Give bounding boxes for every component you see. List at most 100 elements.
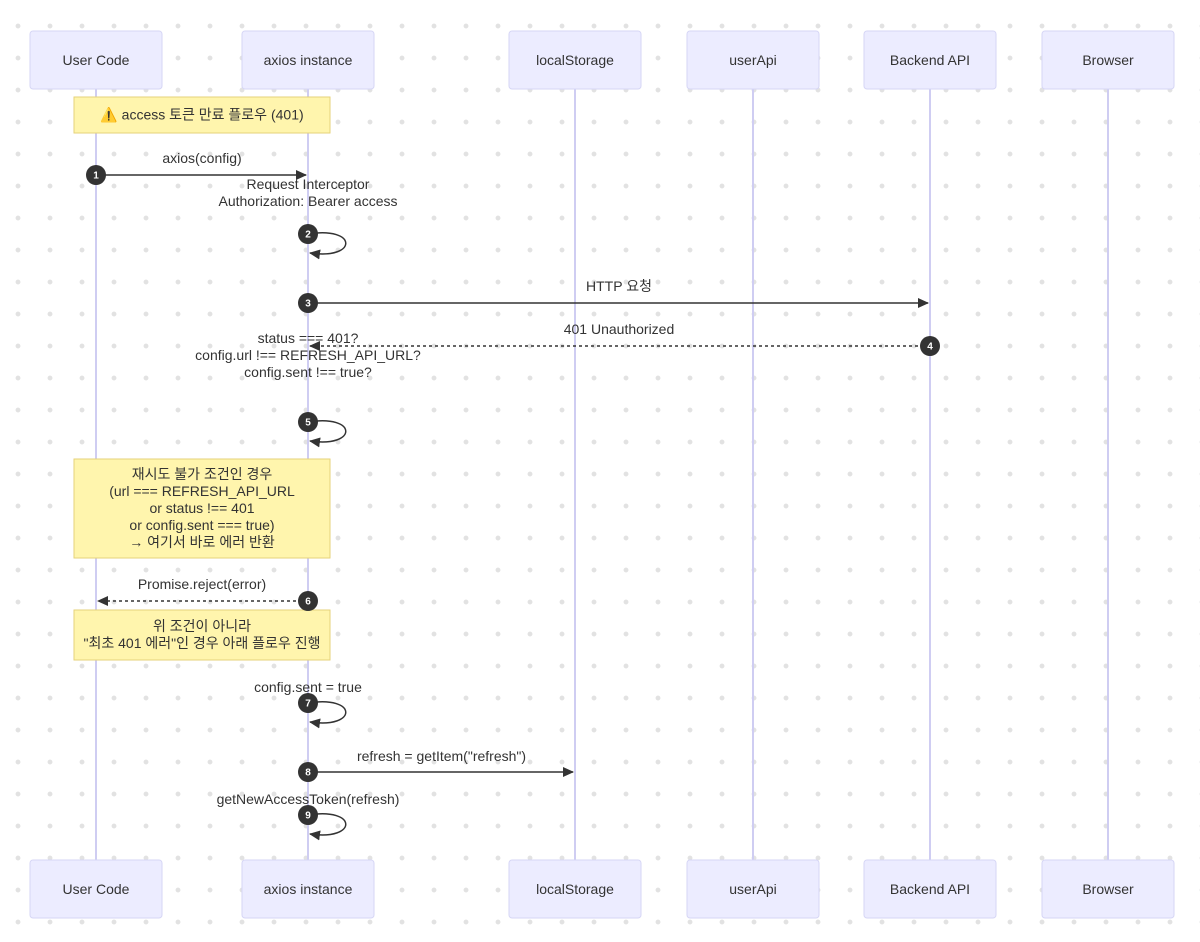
message-label: Request Interceptor bbox=[247, 176, 370, 192]
message-label: getNewAccessToken(refresh) bbox=[217, 791, 400, 807]
note-box bbox=[73, 96, 331, 134]
sequence-circle bbox=[298, 693, 318, 713]
actor-box bbox=[508, 859, 642, 919]
message-label: 401 Unauthorized bbox=[564, 321, 675, 337]
actor-user-bottom: User Code bbox=[29, 859, 163, 919]
message-8: refresh = getItem("refresh") 8 bbox=[298, 748, 574, 782]
sequence-number: 2 bbox=[305, 230, 311, 241]
note-text: or status !== 401 bbox=[149, 500, 254, 516]
actor-userApi-bottom: userApi bbox=[686, 859, 820, 919]
message-label: config.url !== REFRESH_API_URL? bbox=[195, 347, 421, 363]
actor-label: localStorage bbox=[536, 881, 614, 897]
sequence-number-badge: 2 bbox=[298, 224, 318, 244]
actor-box bbox=[241, 859, 375, 919]
sequence-number: 1 bbox=[93, 171, 99, 182]
sequence-number: 8 bbox=[305, 768, 311, 779]
sequence-number-badge: 6 bbox=[298, 591, 318, 611]
notes: ⚠️ access 토큰 만료 플로우 (401) 재시도 불가 조건인 경우(u… bbox=[73, 96, 331, 661]
note-text: 재시도 불가 조건인 경우 bbox=[132, 466, 273, 482]
actor-label: axios instance bbox=[264, 52, 353, 68]
actor-storage-top: localStorage bbox=[508, 30, 642, 90]
note-text: or config.sent === true) bbox=[129, 517, 274, 533]
note-box bbox=[73, 609, 331, 661]
message-label: refresh = getItem("refresh") bbox=[357, 748, 526, 764]
note-text: ⚠️ access 토큰 만료 플로우 (401) bbox=[100, 107, 303, 124]
sequence-number-badge: 1 bbox=[86, 165, 106, 185]
sequence-circle bbox=[298, 293, 318, 313]
actors-bottom: User Code axios instance localStorage userA… bbox=[29, 859, 1175, 919]
actor-box bbox=[241, 30, 375, 90]
sequence-number: 7 bbox=[305, 699, 311, 710]
actor-box bbox=[863, 859, 997, 919]
note-text: → 여기서 바로 에러 반환 bbox=[129, 534, 275, 550]
message-label: config.sent !== true? bbox=[244, 364, 372, 380]
message-3: HTTP 요청 3 bbox=[298, 278, 929, 313]
note-first-401: 위 조건이 아니라"최초 401 에러"인 경우 아래 플로우 진행 bbox=[73, 609, 331, 661]
actor-user-top: User Code bbox=[29, 30, 163, 90]
actor-backend-bottom: Backend API bbox=[863, 859, 997, 919]
sequence-number-badge: 3 bbox=[298, 293, 318, 313]
actor-axios-bottom: axios instance bbox=[241, 859, 375, 919]
actor-label: userApi bbox=[729, 881, 776, 897]
actor-label: User Code bbox=[63, 881, 130, 897]
sequence-number-badge: 8 bbox=[298, 762, 318, 782]
lifelines bbox=[95, 89, 1109, 860]
actors-top: User Code axios instance localStorage userA… bbox=[29, 30, 1175, 90]
note-text: 위 조건이 아니라 bbox=[153, 618, 251, 634]
actor-browser-bottom: Browser bbox=[1041, 859, 1175, 919]
sequence-number-badge: 9 bbox=[298, 805, 318, 825]
actor-box bbox=[1041, 859, 1175, 919]
sequence-number: 4 bbox=[927, 342, 933, 353]
actor-label: userApi bbox=[729, 52, 776, 68]
sequence-circle bbox=[920, 336, 940, 356]
message-7: config.sent = true 7 bbox=[254, 679, 362, 729]
actor-label: Backend API bbox=[890, 52, 970, 68]
message-label: Authorization: Bearer access bbox=[219, 193, 398, 209]
actor-userApi-top: userApi bbox=[686, 30, 820, 90]
sequence-number-badge: 5 bbox=[298, 412, 318, 432]
note-text: "최초 401 에러"인 경우 아래 플로우 진행 bbox=[84, 635, 321, 651]
actor-label: axios instance bbox=[264, 881, 353, 897]
actor-box bbox=[508, 30, 642, 90]
actor-box bbox=[29, 30, 163, 90]
actor-label: Backend API bbox=[890, 881, 970, 897]
sequence-circle bbox=[298, 224, 318, 244]
note-text: (url === REFRESH_API_URL bbox=[109, 483, 295, 499]
actor-label: Browser bbox=[1082, 52, 1134, 68]
actor-box bbox=[1041, 30, 1175, 90]
message-label: HTTP 요청 bbox=[586, 278, 652, 294]
sequence-circle bbox=[86, 165, 106, 185]
sequence-number-badge: 4 bbox=[920, 336, 940, 356]
sequence-circle bbox=[298, 412, 318, 432]
actor-axios-top: axios instance bbox=[241, 30, 375, 90]
actor-label: User Code bbox=[63, 52, 130, 68]
sequence-circle bbox=[298, 591, 318, 611]
actor-box bbox=[686, 859, 820, 919]
message-6: Promise.reject(error) 6 bbox=[97, 576, 318, 611]
message-label: config.sent = true bbox=[254, 679, 362, 695]
actor-label: Browser bbox=[1082, 881, 1134, 897]
note-no-retry: 재시도 불가 조건인 경우(url === REFRESH_API_URLor … bbox=[73, 458, 331, 559]
message-1: axios(config)1 bbox=[86, 150, 307, 185]
actor-box bbox=[29, 859, 163, 919]
message-5: status === 401?config.url !== REFRESH_AP… bbox=[195, 330, 421, 448]
self-message-arrow bbox=[307, 813, 347, 841]
self-message-arrow bbox=[307, 701, 347, 729]
actor-box bbox=[686, 30, 820, 90]
actor-backend-top: Backend API bbox=[863, 30, 997, 90]
note-flow-title: ⚠️ access 토큰 만료 플로우 (401) bbox=[73, 96, 331, 134]
note-box bbox=[73, 458, 331, 559]
actor-browser-top: Browser bbox=[1041, 30, 1175, 90]
actor-box bbox=[863, 30, 997, 90]
sequence-number: 9 bbox=[305, 811, 311, 822]
sequence-number: 3 bbox=[305, 299, 311, 310]
message-label: Promise.reject(error) bbox=[138, 576, 266, 592]
self-message-arrow bbox=[307, 232, 347, 260]
self-message-arrow bbox=[307, 420, 347, 448]
message-4: 401 Unauthorized 4 bbox=[309, 321, 940, 356]
sequence-number: 6 bbox=[305, 597, 311, 608]
message-label: status === 401? bbox=[258, 330, 359, 346]
